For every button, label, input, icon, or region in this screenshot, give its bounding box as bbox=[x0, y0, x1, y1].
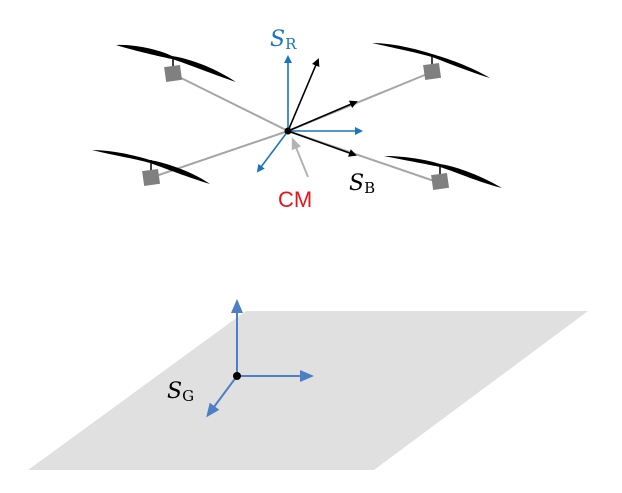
motor-front-right bbox=[423, 62, 442, 81]
body-frame-axes bbox=[287, 58, 358, 157]
reference-frame-axes bbox=[256, 55, 363, 173]
reference-axis-y bbox=[256, 130, 289, 173]
motor-rear-left bbox=[142, 168, 161, 187]
motors bbox=[142, 62, 450, 191]
ground-origin-dot bbox=[233, 372, 241, 380]
motor-rear-right bbox=[431, 172, 450, 191]
ground-plane bbox=[28, 311, 588, 470]
arm-rear-left bbox=[149, 130, 289, 179]
body-axis-x bbox=[287, 100, 358, 132]
center-of-mass-label: CM bbox=[278, 187, 312, 212]
ground-frame-label: SG bbox=[167, 379, 194, 405]
cm-pointer-arrow bbox=[291, 137, 309, 178]
arm-front-left bbox=[172, 73, 289, 132]
propellers bbox=[92, 43, 502, 188]
body-axis-z bbox=[287, 58, 320, 132]
body-axis-y bbox=[287, 130, 357, 157]
ground-axis-y bbox=[206, 375, 238, 418]
center-of-mass-dot bbox=[284, 127, 292, 135]
motor-front-left bbox=[164, 64, 183, 83]
ground-frame-axes bbox=[206, 299, 314, 418]
body-frame-label: SB bbox=[349, 171, 375, 197]
reference-frame-label: SR bbox=[270, 27, 297, 53]
